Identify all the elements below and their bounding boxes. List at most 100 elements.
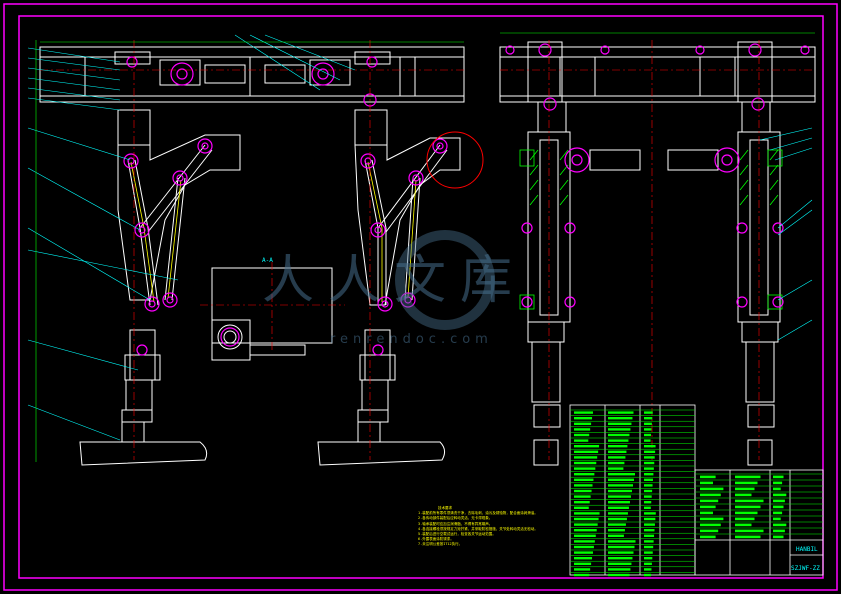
table-cell-text [644,562,652,565]
table-cell-text [644,456,655,459]
table-cell-text [644,439,651,442]
table-cell-text [773,517,781,521]
table-cell-text [644,433,652,437]
table-cell-text [773,523,787,527]
technical-notes: 技术要求 1.装配前所有零件须清洗干净，去除毛刺、油污及锈蚀物，配合面涂润滑油。… [418,506,538,548]
table-cell-text [773,487,781,491]
table-cell-text [644,573,652,577]
table-cell-text [644,545,654,549]
table-cell-text [700,487,724,491]
table-cell-text [608,439,629,442]
table-cell-text [773,493,787,497]
table-cell-text [608,501,630,504]
table-cell-text [608,568,631,571]
table-cell-text [735,529,764,533]
table-cell-text [700,511,713,515]
table-cell-text [644,534,655,537]
table-cell-text [608,411,634,414]
table-cell-text [574,433,590,437]
parts-list-table [569,404,824,576]
table-cell-text [574,517,599,521]
table-cell-text [644,529,655,532]
table-cell-text [574,573,590,577]
title-block-label: HANBIL [796,546,818,553]
table-cell-text [608,456,626,459]
dimension-lines [35,32,815,462]
table-cell-text [574,478,594,481]
notes-line: 4.各连接螺栓须按规定力矩拧紧，并采取防松措施，关节处转动灵活无松动。 [418,526,538,531]
table-cell-text [574,439,589,442]
table-cell-text [608,512,628,515]
table-cell-text [574,428,591,431]
table-cell-text [644,557,653,560]
table-cell-text [608,473,635,476]
table-cell-text [700,475,716,479]
table-cell-text [700,523,721,527]
table-cell-text [574,557,593,560]
table-cell-text [574,417,593,420]
table-cell-text [735,481,758,485]
table-cell-text [574,529,597,532]
side-view-right [499,41,816,466]
notes-line: 5.装配后进行空载试运行，检查各关节运动范围。 [418,532,496,537]
table-cell-text [735,499,764,503]
table-cell-text [608,545,635,549]
side-view-fasteners [505,43,810,308]
section-label: A-A [262,257,273,264]
table-cell-text [608,450,627,453]
table-cell-text [773,475,784,479]
table-cell-text [773,529,785,533]
table-cell-text [644,478,653,481]
table-cell-text [574,489,592,493]
table-cell-text [608,573,630,577]
table-cell-text [773,505,784,509]
table-cell-text [700,481,713,485]
table-cell-text [608,433,630,437]
table-cell-text [574,551,593,554]
table-cell-text [574,461,597,465]
watermark-url: renrendoc.com [330,332,493,347]
table-cell-text [608,417,633,420]
table-cell-text [644,540,654,543]
table-cell-text [735,505,761,509]
table-cell-text [574,495,591,498]
leader-lines [27,34,813,441]
notes-title: 技术要求 [438,506,452,510]
table-cell-text [644,473,654,476]
table-cell-text [644,484,653,487]
table-cell-text [608,422,632,425]
table-cell-text [574,506,589,509]
table-cell-text [644,512,656,515]
table-cell-text [574,534,596,537]
table-cell-text [735,487,755,491]
table-cell-text [574,445,600,448]
table-cell-text [608,489,632,493]
table-cell-text [644,467,654,470]
notes-line: 7.未注明公差按IT12执行。 [418,542,463,547]
table-cell-text [644,551,653,554]
table-cell-text [608,428,631,431]
table-cell-text [608,506,629,509]
notes-line: 2.各传动部件装配后应转动灵活，无卡滞现象。 [418,516,493,521]
side-view-hatching [519,149,783,310]
table-cell-text [644,461,655,465]
table-cell-text [735,475,761,479]
table-cell-text [574,456,598,459]
drawing-number: SZJWF-ZZ [791,565,820,572]
centerlines [40,40,815,460]
table-cell-text [644,422,652,425]
table-cell-text [644,495,652,498]
table-cell-text [644,501,652,504]
parts-table-rows [570,409,823,573]
table-cell-text [574,484,593,487]
notes-line: 3.轴承装配时应加注润滑脂，不得有异常噪声。 [418,521,493,526]
outer-frame [3,3,838,591]
table-cell-text [608,495,631,498]
table-cell-text [700,529,719,533]
detail-circle [426,131,484,189]
table-cell-text [644,417,653,420]
inner-frame [18,15,824,579]
table-cell-text [608,523,626,526]
table-cell-text [608,517,627,521]
parts-table-cells [574,411,787,577]
